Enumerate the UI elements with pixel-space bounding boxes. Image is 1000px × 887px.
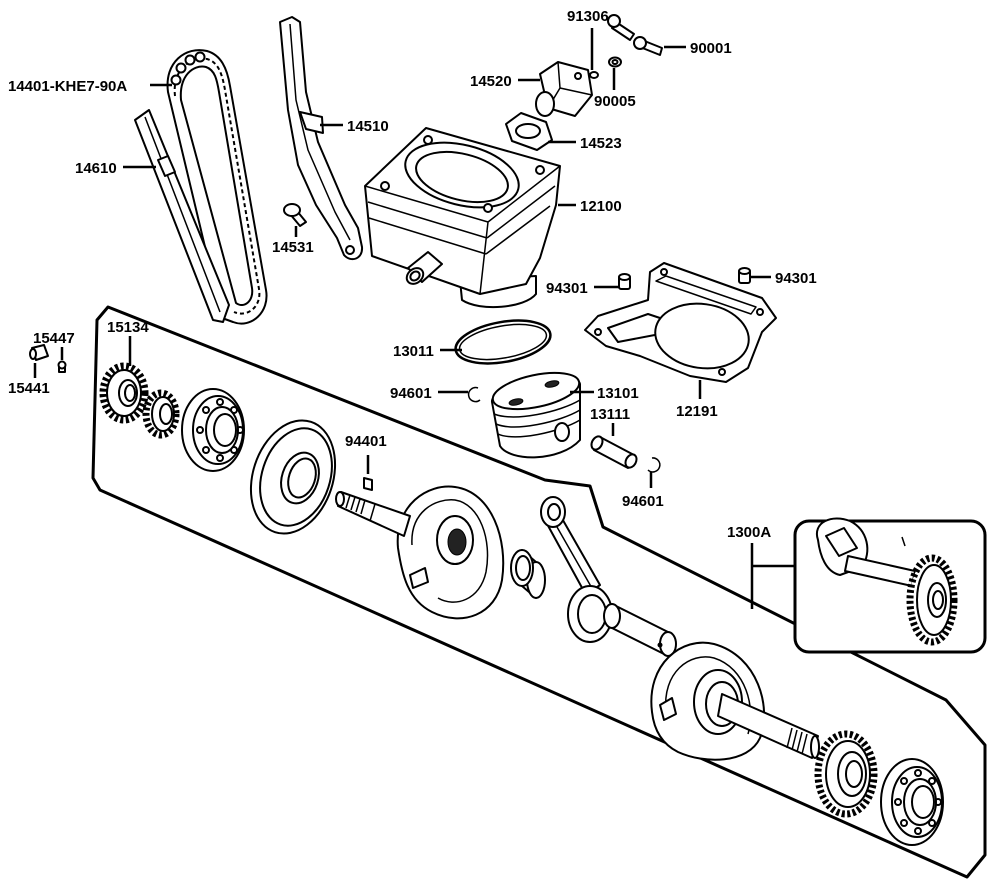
label-crankshaft-assembly: 1300A bbox=[727, 524, 771, 541]
label-slipper-bolt: 14531 bbox=[272, 239, 314, 256]
slipper-bolt bbox=[283, 203, 307, 227]
label-piston-pin: 13111 bbox=[590, 406, 630, 423]
label-dowel-pin-right: 94301 bbox=[775, 270, 817, 287]
chain-guide bbox=[134, 109, 230, 323]
label-chain-guide: 14610 bbox=[75, 160, 117, 177]
label-cylinder-gasket: 12191 bbox=[676, 403, 718, 420]
label-piston-pin-clip-2: 94601 bbox=[622, 493, 664, 510]
label-91306: 91306 bbox=[567, 8, 609, 25]
cam-chain-tensioner bbox=[535, 61, 593, 117]
pin-part bbox=[57, 360, 67, 373]
cylinder bbox=[364, 127, 561, 309]
tensioner-gasket bbox=[505, 112, 553, 151]
crank-pin bbox=[603, 603, 677, 657]
label-tensioner-gasket: 14523 bbox=[580, 135, 622, 152]
cam-chain bbox=[166, 49, 268, 325]
piston-pin-clip bbox=[467, 386, 481, 403]
cam-sprocket bbox=[99, 362, 149, 424]
label-15441: 15441 bbox=[8, 380, 50, 397]
timing-rotor bbox=[142, 389, 180, 439]
cylinder-gasket bbox=[584, 262, 777, 383]
dowel-pin bbox=[738, 267, 751, 284]
label-dowel-pin-left: 94301 bbox=[546, 280, 588, 297]
piston bbox=[491, 371, 581, 459]
crankshaft-right-half bbox=[650, 641, 820, 761]
leader-lines bbox=[33, 28, 771, 488]
dowel-pin bbox=[618, 273, 631, 290]
piston-ring-set bbox=[454, 319, 552, 365]
tensioner-bolts bbox=[607, 14, 663, 56]
label-piston: 13101 bbox=[597, 385, 639, 402]
piston-pin-clip bbox=[647, 457, 661, 473]
label-piston-ring-set: 13011 bbox=[393, 343, 434, 360]
crankshaft-left-half bbox=[335, 485, 505, 620]
label-crank-key: 94401 bbox=[345, 433, 387, 450]
label-tensioner-slipper: 14510 bbox=[347, 118, 389, 135]
label-15447: 15447 bbox=[33, 330, 75, 347]
label-90005: 90005 bbox=[594, 93, 636, 110]
o-ring bbox=[589, 71, 599, 79]
oil-seal bbox=[249, 419, 337, 535]
label-tensioner-bolts: 90001 bbox=[690, 40, 732, 57]
washer bbox=[608, 56, 622, 68]
label-cylinder: 12100 bbox=[580, 198, 622, 215]
ball-bearing-right bbox=[880, 758, 944, 846]
label-cam-chain: 14401-KHE7-90A bbox=[8, 78, 127, 95]
label-piston-pin-clip-1: 94601 bbox=[390, 385, 432, 402]
drive-gear bbox=[814, 730, 878, 818]
label-tensioner: 14520 bbox=[470, 73, 512, 90]
tensioner-slipper bbox=[279, 16, 364, 261]
ball-bearing-left bbox=[181, 388, 245, 472]
piston-pin bbox=[590, 435, 638, 469]
needle-bearing bbox=[510, 549, 546, 599]
connecting-rod bbox=[540, 496, 613, 643]
woodruff-key bbox=[363, 477, 373, 491]
label-cam-sprocket: 15134 bbox=[107, 319, 149, 336]
crankshaft-assembly-inset bbox=[793, 517, 987, 654]
crankshaft-group-outline bbox=[91, 305, 987, 879]
plug-part bbox=[29, 344, 49, 361]
